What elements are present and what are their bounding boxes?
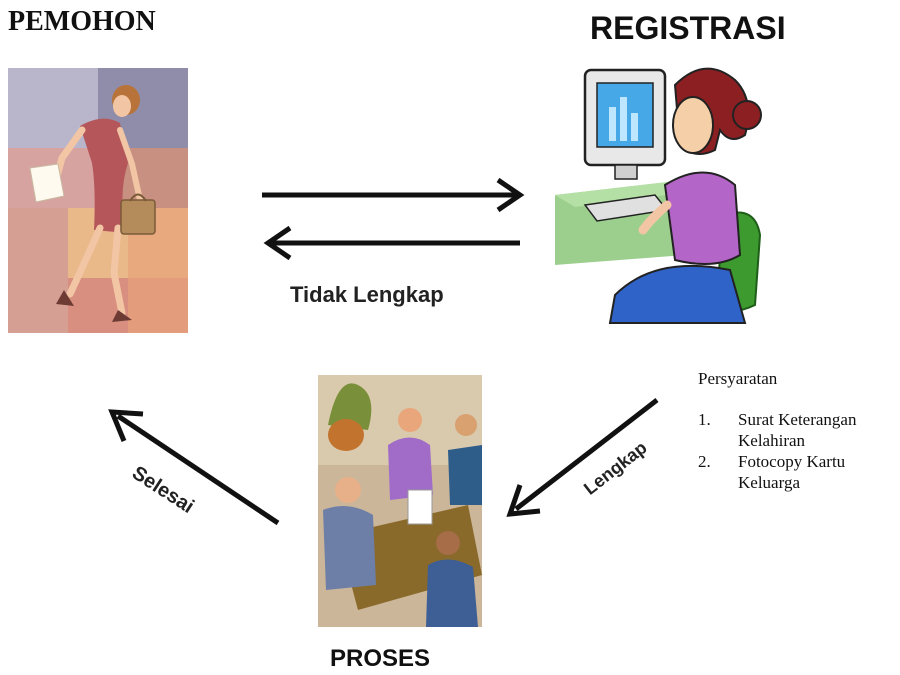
requirement-number: 1.	[698, 410, 711, 429]
process-title: PROSES	[330, 645, 431, 672]
requirement-text-cont: Kelahiran	[738, 431, 806, 450]
requirements-list: 1. Surat Keterangan Kelahiran 2. Fotocop…	[698, 409, 898, 493]
requirement-number: 2.	[698, 452, 711, 471]
requirement-text: Surat Keterangan	[738, 410, 857, 429]
arrow-complete-to-process	[506, 398, 659, 517]
registration-title: REGISTRASI	[590, 10, 786, 46]
arrow-incomplete-return	[263, 225, 520, 261]
requirement-item: 2. Fotocopy Kartu Keluarga	[698, 451, 898, 493]
incomplete-label: Tidak Lengkap	[290, 282, 444, 307]
registration-image	[555, 55, 770, 325]
requirements-box: Persyaratan 1. Surat Keterangan Kelahira…	[698, 368, 898, 493]
requirement-text-cont: Keluarga	[738, 473, 800, 492]
applicant-title: PEMOHON	[8, 6, 156, 37]
requirements-heading: Persyaratan	[698, 369, 778, 388]
requirement-item: 1. Surat Keterangan Kelahiran	[698, 409, 898, 451]
arrow-to-registration	[262, 177, 525, 213]
arrow-finished-to-applicant	[108, 409, 280, 526]
applicant-image	[8, 68, 188, 333]
process-image	[318, 375, 482, 627]
requirement-text: Fotocopy Kartu	[738, 452, 846, 471]
